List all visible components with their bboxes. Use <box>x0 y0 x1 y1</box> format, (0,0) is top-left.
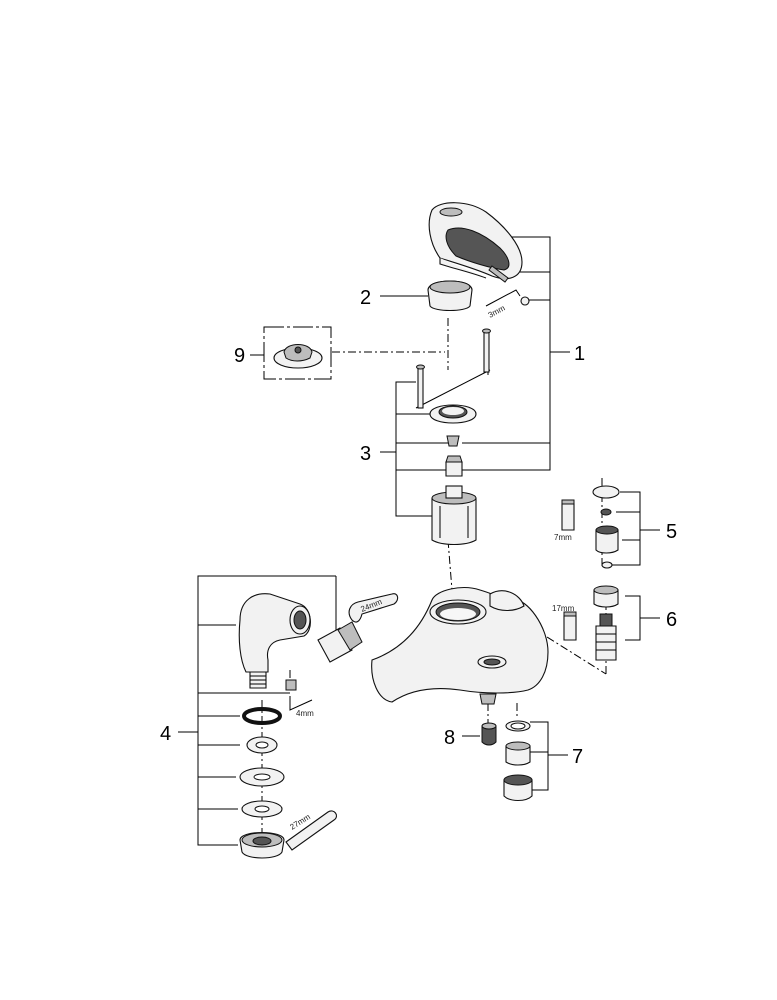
cartridge-cover-cap <box>427 280 473 312</box>
ceramic-cartridge <box>431 485 477 546</box>
spindle-adapter <box>445 455 463 477</box>
callout-4: 4 <box>160 723 171 745</box>
flat-washer-large <box>239 767 285 787</box>
aerator-insert <box>505 741 531 766</box>
bracket-group-3 <box>380 369 491 517</box>
handle-cap-plug <box>520 296 530 306</box>
handle-set-screw <box>488 265 509 283</box>
aerator-washer <box>505 720 531 732</box>
outlet-elbow <box>238 593 311 689</box>
callout-3: 3 <box>360 443 371 465</box>
hex-key-3mm-label: 3mm <box>487 303 507 319</box>
bracket-group-7 <box>530 721 568 791</box>
diverter-cap <box>592 485 620 499</box>
wrench-icon <box>348 593 399 623</box>
callout-5: 5 <box>666 521 677 543</box>
callout-2: 2 <box>360 287 371 309</box>
bracket-group-4 <box>178 575 337 846</box>
hex-key-icon <box>485 289 521 307</box>
elbow-connector <box>317 621 363 663</box>
mounting-bolt-long <box>482 328 491 373</box>
seal-o-ring <box>242 707 282 725</box>
flat-washer-small <box>246 736 278 754</box>
wrench-27mm <box>285 810 337 851</box>
diverter-small-washer <box>600 508 612 516</box>
bracket-group-5 <box>612 491 660 566</box>
diverter-o-ring <box>601 561 613 569</box>
adapter-screw <box>446 435 460 447</box>
diverter-knob <box>595 525 619 554</box>
callout-6: 6 <box>666 609 677 631</box>
diverter-bushing <box>593 585 619 608</box>
lever-handle <box>428 202 523 280</box>
bracket-group-6 <box>625 595 660 641</box>
hex-key-4mm <box>289 696 313 711</box>
hex-key-4mm-label: 4mm <box>296 709 314 718</box>
aerator-housing <box>503 774 533 802</box>
spanner-7mm-label: 7mm <box>554 533 572 542</box>
diverter-cartridge <box>595 613 617 661</box>
elbow-grub-screw <box>285 679 297 691</box>
mounting-bolt-short <box>416 364 425 409</box>
flow-restrictor <box>481 722 497 746</box>
flat-washer-medium <box>241 800 283 818</box>
callout-8: 8 <box>444 727 455 749</box>
socket-icon <box>239 831 285 859</box>
callout-9: 9 <box>234 345 245 367</box>
spanner-17mm-label: 17mm <box>552 604 575 613</box>
service-kit-box <box>263 326 332 380</box>
callout-1: 1 <box>574 343 585 365</box>
spanner-7mm <box>561 499 575 531</box>
mixer-body <box>371 587 549 705</box>
cartridge-retaining-ring <box>429 404 477 424</box>
spanner-17mm <box>563 611 577 641</box>
callout-7: 7 <box>572 746 583 768</box>
